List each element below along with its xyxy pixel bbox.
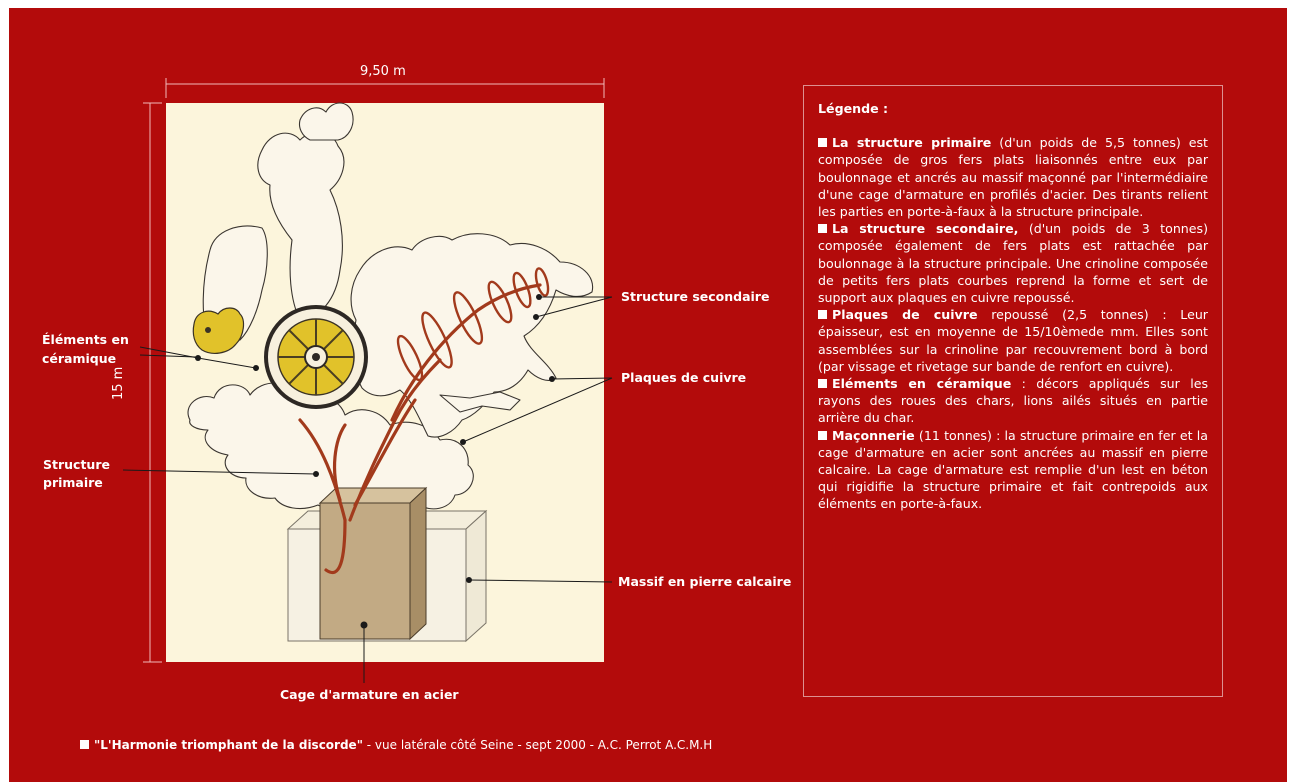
legend-term: Maçonnerie xyxy=(832,428,915,443)
legend-term: Plaques de cuivre xyxy=(832,307,978,322)
width-label: 9,50 m xyxy=(360,63,406,81)
callout-massif: Massif en pierre calcaire xyxy=(618,573,791,591)
bullet-square-icon xyxy=(818,431,827,440)
legend-item: La structure primaire (d'un poids de 5,5… xyxy=(818,134,1208,220)
legend-box: Légende : La structure primaire (d'un po… xyxy=(803,85,1223,697)
callout-ceramique-line1: Éléments en xyxy=(42,331,129,349)
legend-item: Eléments en céramique : décors appliqués… xyxy=(818,375,1208,427)
legend-term: Eléments en céramique xyxy=(832,376,1011,391)
callout-plaques-cuivre: Plaques de cuivre xyxy=(621,369,746,387)
callout-structure-secondaire: Structure secondaire xyxy=(621,288,769,306)
bullet-square-icon xyxy=(818,224,827,233)
legend-item: La structure secondaire, (d'un poids de … xyxy=(818,220,1208,306)
callout-primaire-line1: Structure xyxy=(43,456,110,474)
callout-ceramique-line2: céramique xyxy=(42,350,116,368)
legend-term: La structure secondaire, xyxy=(832,221,1018,236)
callout-cage: Cage d'armature en acier xyxy=(280,686,459,704)
foundation xyxy=(288,488,486,641)
height-label: 15 m xyxy=(110,367,128,400)
chariot-wheel xyxy=(266,307,366,407)
figure-caption: "L'Harmonie triomphant de la discorde" -… xyxy=(80,738,712,752)
caption-rest: - vue latérale côté Seine - sept 2000 - … xyxy=(363,738,712,752)
bullet-square-icon xyxy=(818,138,827,147)
height-dimension xyxy=(143,103,162,662)
bullet-square-icon xyxy=(80,740,89,749)
width-dimension xyxy=(166,78,604,98)
legend-title: Légende : xyxy=(818,100,1208,117)
legend-term: La structure primaire xyxy=(832,135,991,150)
callout-primaire-line2: primaire xyxy=(43,474,103,492)
caption-title: "L'Harmonie triomphant de la discorde" xyxy=(94,738,363,752)
bullet-square-icon xyxy=(818,310,827,319)
legend-item: Maçonnerie (11 tonnes) : la structure pr… xyxy=(818,427,1208,513)
legend-item: Plaques de cuivre repoussé (2,5 tonnes) … xyxy=(818,306,1208,375)
bullet-square-icon xyxy=(818,379,827,388)
